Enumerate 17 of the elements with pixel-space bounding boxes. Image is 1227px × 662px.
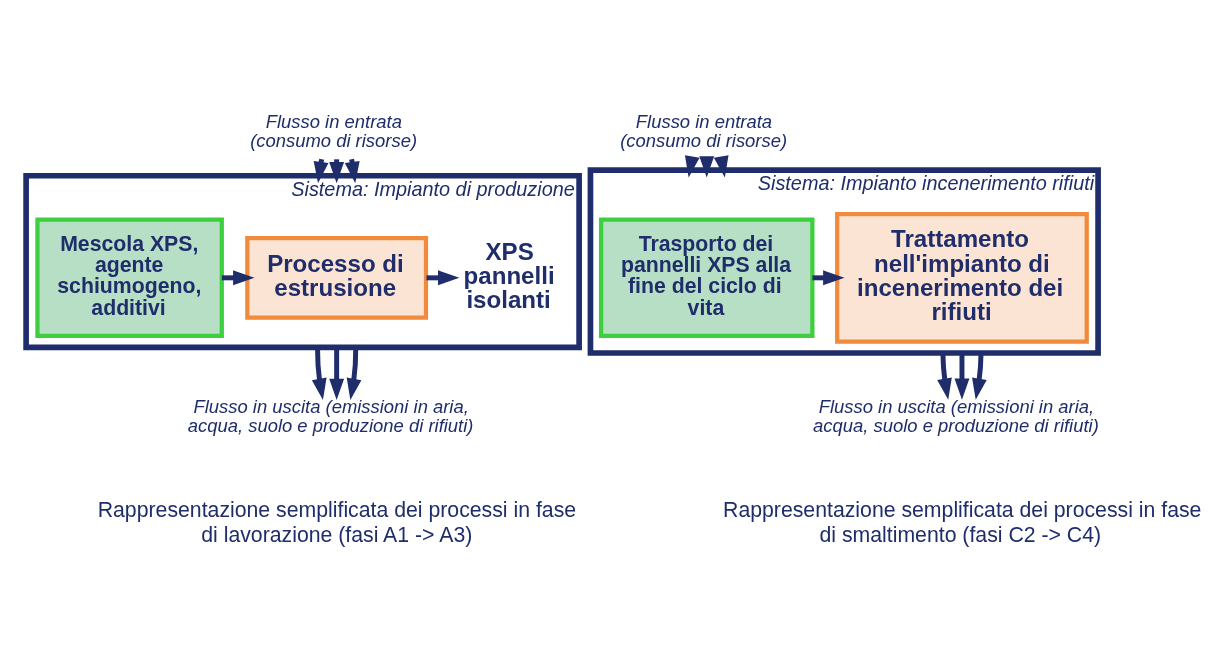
label: Rappresentazione semplificata dei processi in fase di lavorazione (fasi A1 -> A3): [97, 498, 577, 547]
node-box: Mescola XPS, agente schiumogeno, additivi: [35, 217, 224, 339]
label: Rappresentazione semplificata dei processi in fase di smaltimento (fasi C2 -> C4): [723, 498, 1202, 547]
arrow: [346, 347, 362, 400]
arrow: [311, 347, 327, 400]
arrow: [329, 347, 345, 400]
node-text: XPS pannelli isolanti: [463, 237, 555, 313]
node-box: Trasporto dei pannelli XPS alla fine del ciclo di vita: [598, 217, 815, 339]
arrow: [972, 352, 987, 400]
node-text: Flusso in entrata (consumo di risorse): [250, 111, 418, 151]
node-text: Flusso in uscita (emissioni in aria, acqua, suolo e produzione di rifiuti): [813, 396, 1099, 436]
arrow: [954, 353, 970, 400]
arrow: [937, 352, 952, 400]
node-box: Processo di estrusione: [245, 236, 429, 320]
node-text: Flusso in uscita (emissioni in aria, acqua, suolo e produzione di rifiuti): [187, 396, 474, 436]
node-box: Trattamento nell'impianto di incenerimento dei rifiuti: [835, 211, 1089, 344]
node-text: Flusso in entrata (consumo di risorse): [620, 111, 788, 151]
